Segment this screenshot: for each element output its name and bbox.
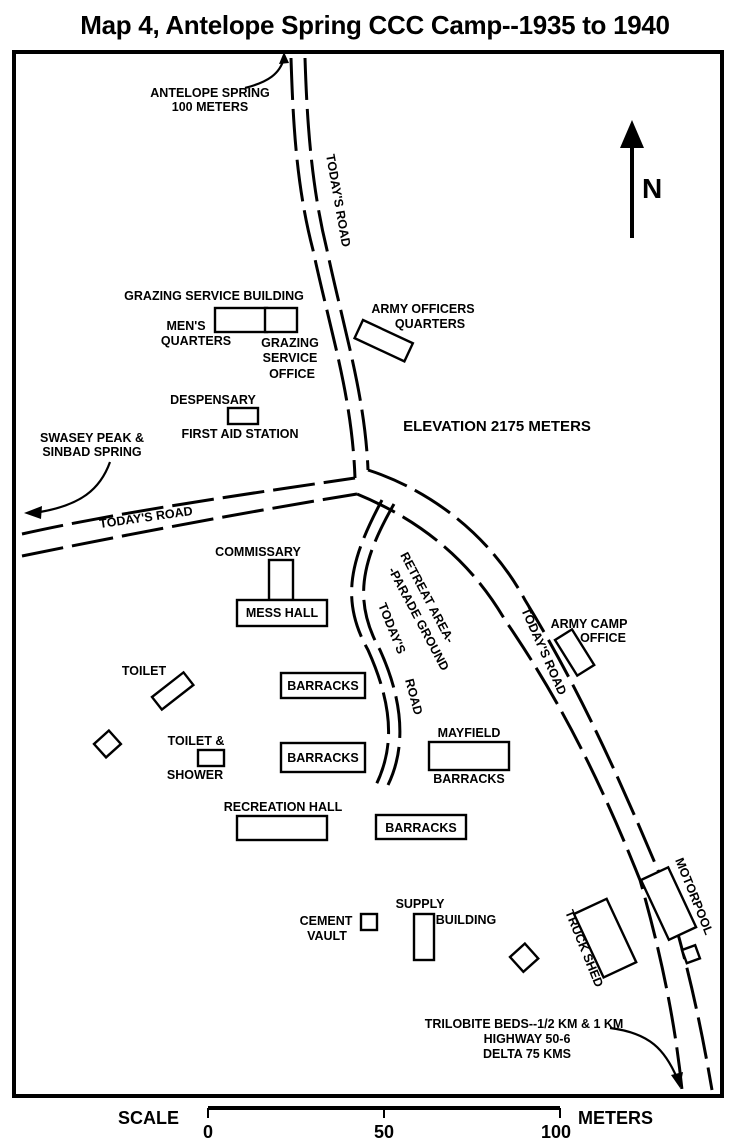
buildings xyxy=(92,306,702,980)
mayfield-label: MAYFIELD xyxy=(438,726,501,740)
recreation-hall-label: RECREATION HALL xyxy=(224,800,343,814)
cement-vault-label-2: VAULT xyxy=(307,929,347,943)
small-structure-east xyxy=(680,943,702,965)
first-aid-station-building xyxy=(226,406,260,426)
swasey-arrow xyxy=(39,461,112,514)
scale-bar: SCALE 0 50 100 METERS xyxy=(118,1106,653,1142)
army-officers-label-1: ARMY OFFICERS xyxy=(371,302,474,316)
mayfield-barracks-label: BARRACKS xyxy=(433,772,505,786)
swasey-arrowhead xyxy=(24,506,42,519)
commissary-label: COMMISSARY xyxy=(215,545,301,559)
barracks-3-label: BARRACKS xyxy=(385,821,457,835)
roads xyxy=(21,57,714,1091)
retreat-road-word-label: ROAD xyxy=(402,677,425,716)
supply-label-1: SUPPLY xyxy=(396,897,446,911)
army-camp-office-building xyxy=(553,627,596,678)
army-officers-quarters-building xyxy=(352,318,415,363)
grazing-service-building-label: GRAZING SERVICE BUILDING xyxy=(124,289,304,303)
recreation-hall-building xyxy=(235,814,329,842)
grazing-office-label-1: GRAZING xyxy=(261,336,319,350)
trilobite-label-1: TRILOBITE BEDS--1/2 KM & 1 KM xyxy=(425,1017,624,1031)
small-structure-south xyxy=(508,941,540,974)
north-road-west-edge xyxy=(289,57,357,479)
north-road-east-edge xyxy=(303,57,370,471)
barracks-1-building xyxy=(279,671,367,700)
north-label: N xyxy=(642,173,662,204)
scale-tick-label-0: 0 xyxy=(203,1122,213,1142)
cement-vault-building xyxy=(359,912,379,932)
north-arrow-head xyxy=(620,120,644,148)
cement-vault-label-1: CEMENT xyxy=(300,914,353,928)
map-title: Map 4, Antelope Spring CCC Camp--1935 to… xyxy=(80,10,670,40)
antelope-spring-arrow xyxy=(244,57,286,90)
mess-hall-label: MESS HALL xyxy=(246,606,319,620)
supply-building xyxy=(412,912,436,962)
antelope-spring-label: ANTELOPE SPRING xyxy=(150,86,269,100)
scale-tick-label-100: 100 xyxy=(541,1122,571,1142)
trilobite-arrowhead xyxy=(671,1072,683,1088)
elevation-label: ELEVATION 2175 METERS xyxy=(403,418,591,435)
todays-road-north-label: TODAY'S ROAD xyxy=(323,153,353,248)
grazing-office-label-2: SERVICE xyxy=(263,351,318,365)
pointer-arrows xyxy=(24,52,683,1088)
retreat-road-west-edge xyxy=(350,499,391,786)
north-arrow xyxy=(620,120,644,238)
army-officers-label-2: QUARTERS xyxy=(395,317,465,331)
grazing-office-label-3: OFFICE xyxy=(269,367,315,381)
trilobite-label-3: DELTA 75 KMS xyxy=(483,1047,571,1061)
toilet-building xyxy=(150,670,196,712)
barracks-2-label: BARRACKS xyxy=(287,751,359,765)
commissary-building xyxy=(267,558,295,602)
swasey-label-1: SWASEY PEAK & xyxy=(40,431,144,445)
todays-road-west-label: TODAY'S ROAD xyxy=(98,504,193,531)
southeast-road-west-edge xyxy=(356,492,684,1091)
swasey-label-2: SINBAD SPRING xyxy=(42,445,141,459)
toilet-shower-label-2: SHOWER xyxy=(167,768,223,782)
supply-label-2: BUILDING xyxy=(436,913,496,927)
small-structure-west xyxy=(92,728,123,760)
antelope-spring-arrowhead xyxy=(279,52,289,64)
trilobite-arrow xyxy=(609,1026,679,1079)
west-road-south-edge xyxy=(21,492,358,558)
truck-shed-building xyxy=(572,897,638,980)
army-camp-label-2: OFFICE xyxy=(580,631,626,645)
map-frame xyxy=(12,50,724,1098)
mens-quarters-label-1: MEN'S xyxy=(166,319,205,333)
toilet-label: TOILET xyxy=(122,664,167,678)
toilet-shower-label-1: TOILET & xyxy=(168,734,225,748)
grazing-service-office-building xyxy=(263,306,299,334)
scale-label: SCALE xyxy=(118,1108,179,1128)
barracks-2-building xyxy=(279,741,367,774)
mayfield-barracks-building xyxy=(427,740,511,772)
retreat-road-east-edge xyxy=(362,503,402,786)
mess-hall-building xyxy=(235,598,329,628)
army-camp-label-1: ARMY CAMP xyxy=(551,617,628,631)
first-aid-label: FIRST AID STATION xyxy=(181,427,298,441)
southeast-road-east-edge xyxy=(367,468,714,1091)
mens-quarters-label-2: QUARTERS xyxy=(161,334,231,348)
trilobite-label-2: HIGHWAY 50-6 xyxy=(484,1032,571,1046)
mens-quarters-building xyxy=(213,306,269,334)
scale-unit-label: METERS xyxy=(578,1108,653,1128)
barracks-3-building xyxy=(374,813,468,841)
west-road-north-edge xyxy=(21,476,356,536)
toilet-shower-building xyxy=(196,748,226,768)
barracks-1-label: BARRACKS xyxy=(287,679,359,693)
antelope-spring-distance-label: 100 METERS xyxy=(172,100,248,114)
despensary-label: DESPENSARY xyxy=(170,393,256,407)
motorpool-building xyxy=(639,865,698,942)
scale-tick-label-50: 50 xyxy=(374,1122,394,1142)
